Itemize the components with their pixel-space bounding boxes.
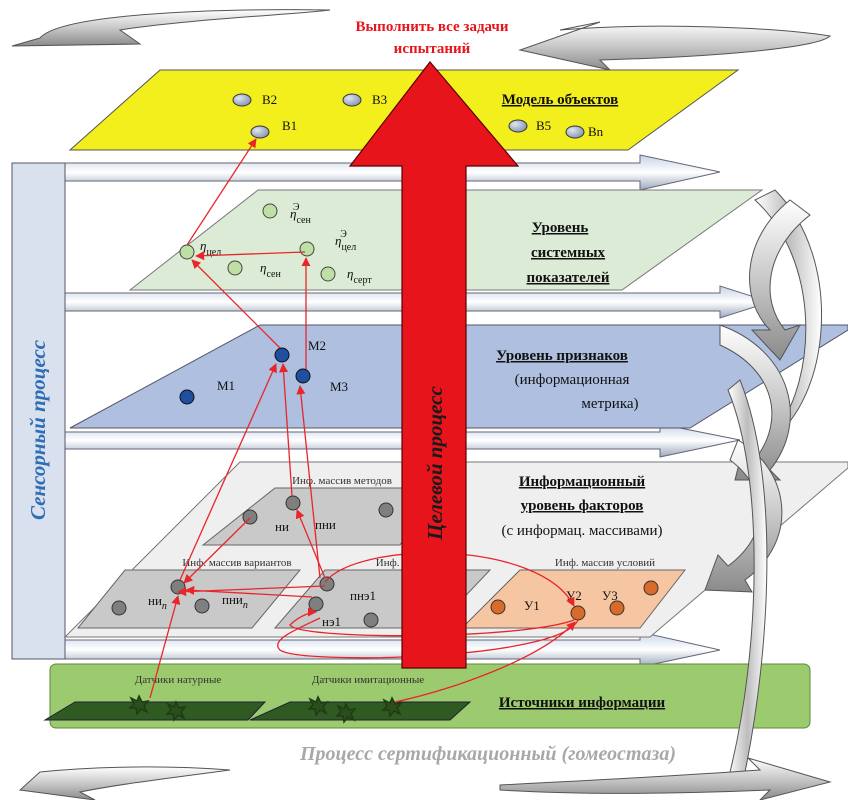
factor-nodes: ни пни ниn пниn пнэ1 нэ1 У1 У2 У3 <box>111 495 659 629</box>
feature-subtitle-2: метрика) <box>581 396 638 412</box>
sensors-imitation-label: Датчики имитационные <box>312 674 424 686</box>
system-title-1: Уровень <box>532 220 589 236</box>
system-nodes: ηсенЭ ηцелЭ ηцел ηсен ηсерт <box>179 202 372 286</box>
system-title-3: показателей <box>527 270 610 286</box>
factor-title-2: уровень факторов <box>521 498 644 514</box>
link-arrows <box>149 138 579 703</box>
node-ni: ни <box>275 519 289 534</box>
certification-process-label: Процесс сертификационный (гомеостаза) <box>299 743 676 765</box>
objects-plane-title: Модель объектов <box>502 92 618 108</box>
node-b1: B1 <box>282 118 297 133</box>
node-pni: пни <box>315 517 336 532</box>
node-eta-sert: ηсерт <box>347 266 372 286</box>
node-u3: У3 <box>602 588 618 603</box>
bottom-cycle-arrow: Процесс сертификационный (гомеостаза) <box>18 743 832 800</box>
goal-line-1: Выполнить все задачи <box>355 19 508 35</box>
system-title-2: системных <box>531 245 606 261</box>
node-u1: У1 <box>524 598 540 613</box>
node-b3: B3 <box>372 92 387 107</box>
target-process-label: Целевой процесс <box>423 386 447 541</box>
object-nodes: B2 B3 B1 B5 Bn <box>232 92 604 139</box>
top-cycle-arrow <box>11 9 832 71</box>
feature-subtitle-1: (информационная <box>515 372 630 388</box>
array-methods-label: Инф. массив методов <box>292 475 392 487</box>
node-m1: M1 <box>217 378 235 393</box>
node-eta-sen-e: ηсенЭ <box>290 202 311 226</box>
sensor-stars <box>128 694 403 724</box>
node-b5: B5 <box>536 118 551 133</box>
feature-nodes: M2 M1 M3 <box>179 338 348 405</box>
node-bn: Bn <box>588 124 604 139</box>
node-m3: M3 <box>330 379 348 394</box>
feature-plane-title: Уровень признаков <box>496 348 628 364</box>
node-b2: B2 <box>262 92 277 107</box>
node-u2: У2 <box>566 588 582 603</box>
array-conditions-label: Инф. массив условий <box>555 557 655 569</box>
right-cycle-arrows <box>704 189 822 773</box>
node-eta-cel-e: ηцелЭ <box>335 229 356 253</box>
sensory-process-label: Сенсорный процесс <box>26 339 50 520</box>
array-variants-label: Инф. массив вариантов <box>182 557 291 569</box>
sources-band: Датчики натурные Датчики имитационные Ис… <box>43 663 811 729</box>
node-pne1: пнэ1 <box>350 588 376 603</box>
goal-text: Выполнить все задачи испытаний <box>355 19 508 57</box>
node-eta-cel: ηцел <box>200 238 221 258</box>
sources-title: Источники информации <box>499 695 666 711</box>
factor-subtitle: (с информац. массивами) <box>502 523 663 539</box>
goal-line-2: испытаний <box>394 41 471 57</box>
sensors-natural-label: Датчики натурные <box>135 674 222 686</box>
target-process-arrow: Целевой процесс <box>348 61 520 669</box>
sensory-process-bar: Сенсорный процесс <box>11 162 66 660</box>
node-m2: M2 <box>308 338 326 353</box>
node-pni-n: пниn <box>222 592 248 611</box>
node-ne1: нэ1 <box>322 614 341 629</box>
node-eta-sen: ηсен <box>260 260 281 280</box>
node-ni-n: ниn <box>148 593 167 612</box>
factor-title-1: Информационный <box>519 474 646 490</box>
